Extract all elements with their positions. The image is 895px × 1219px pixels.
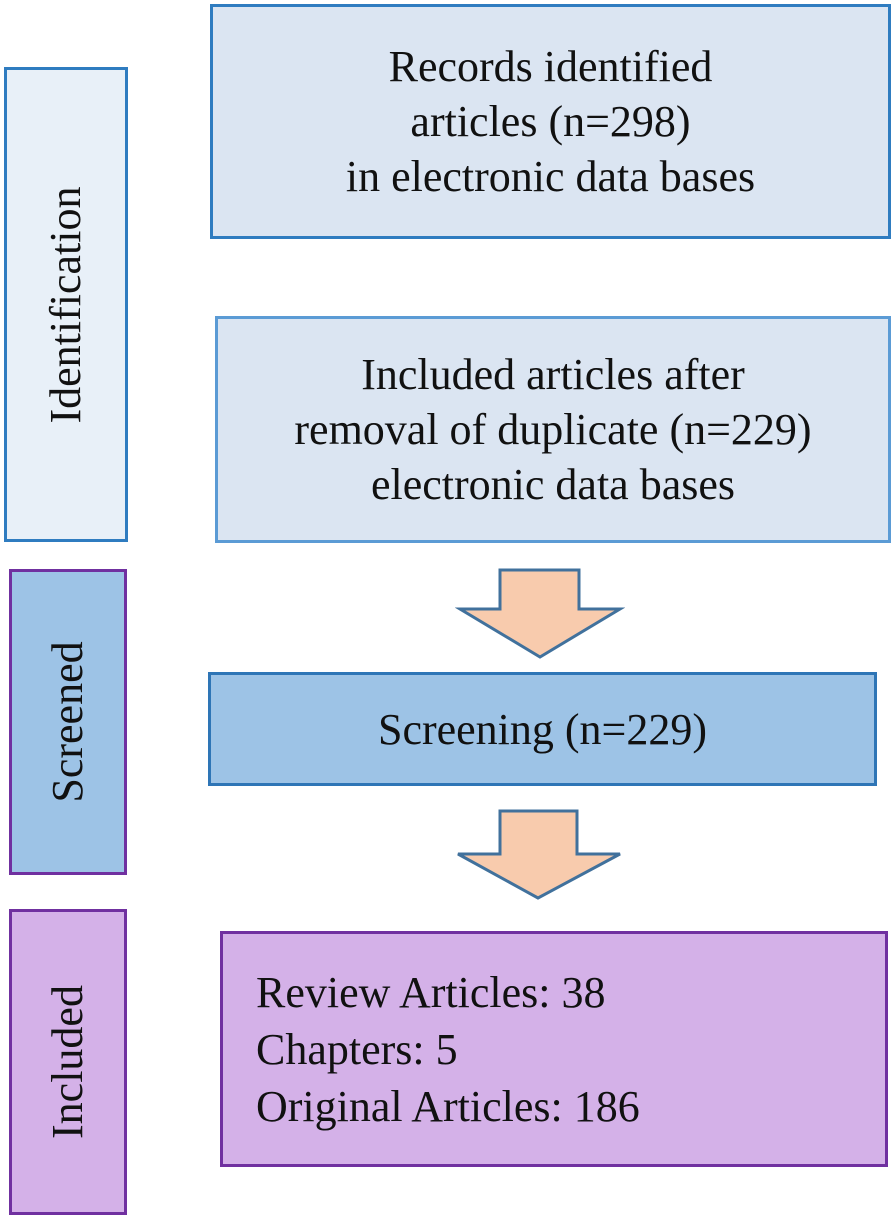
stage-identification: Identification xyxy=(4,67,128,542)
included-review-articles: Review Articles: 38 xyxy=(256,967,606,1017)
stage-included: Included xyxy=(9,909,127,1215)
duplicates-line-3: electronic data bases xyxy=(370,460,736,509)
included-original-articles: Original Articles: 186 xyxy=(256,1081,640,1131)
included-box: Review Articles: 38 Chapters: 5 Original… xyxy=(220,931,888,1167)
screening-label: Screening (n=229) xyxy=(377,704,708,754)
stage-screened: Screened xyxy=(9,569,127,875)
down-arrow-1 xyxy=(455,568,625,659)
after-duplicates-text: Included articles after removal of dupli… xyxy=(218,319,888,540)
down-arrow-2 xyxy=(457,809,621,900)
duplicates-line-2: removal of duplicate (n=229) xyxy=(294,405,812,454)
records-identified-box: Records identified articles (n=298) in e… xyxy=(210,4,891,239)
records-identified-text: Records identified articles (n=298) in e… xyxy=(213,7,888,236)
included-text: Review Articles: 38 Chapters: 5 Original… xyxy=(223,934,885,1164)
after-duplicates-box: Included articles after removal of dupli… xyxy=(215,316,891,543)
included-chapters: Chapters: 5 xyxy=(256,1024,458,1074)
screening-text: Screening (n=229) xyxy=(211,675,874,783)
records-line-3: in electronic data bases xyxy=(345,152,756,201)
stage-included-label: Included xyxy=(43,985,92,1139)
stage-identification-label: Identification xyxy=(41,185,90,424)
records-line-2: articles (n=298) xyxy=(410,97,691,146)
duplicates-line-1: Included articles after xyxy=(361,350,745,399)
screening-box: Screening (n=229) xyxy=(208,672,877,786)
stage-screened-label: Screened xyxy=(43,641,92,803)
records-line-1: Records identified xyxy=(388,42,713,91)
